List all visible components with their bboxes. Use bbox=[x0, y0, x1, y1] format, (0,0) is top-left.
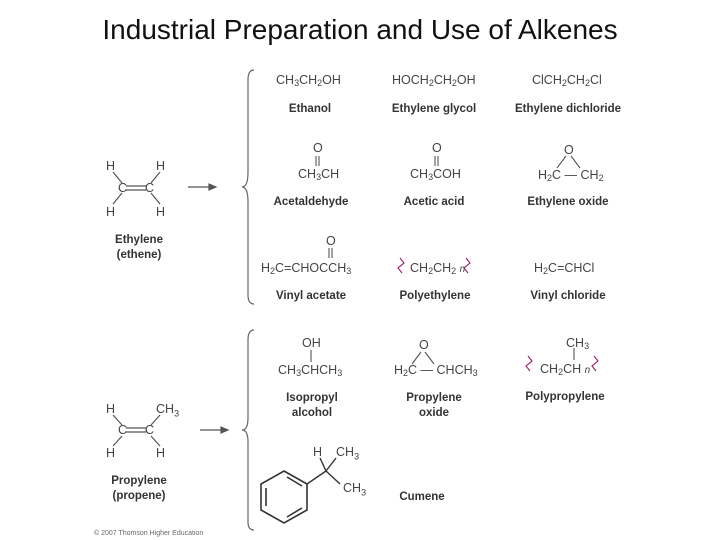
ethylene-glycol-name: Ethylene glycol bbox=[391, 103, 477, 115]
ethylene-dichloride-formula: ClCH2CH2Cl bbox=[532, 73, 602, 88]
ethylene-oxide-oxygen: O bbox=[564, 143, 574, 157]
propylene-atom-c2: C bbox=[145, 423, 155, 437]
ethylene-name-line1: Ethylene bbox=[115, 234, 163, 246]
propylene-oxide-name-line2: oxide bbox=[418, 407, 450, 419]
vinyl-chloride-formula: H2C=CHCl bbox=[534, 261, 595, 276]
cumene-name: Cumene bbox=[399, 491, 445, 503]
ethylene-oxide-name: Ethylene oxide bbox=[527, 196, 609, 208]
polypropylene-methyl: CH3 bbox=[566, 336, 590, 351]
cumene-atom-ch3-bottom: CH3 bbox=[343, 481, 367, 498]
propylene-structure-bonds bbox=[112, 414, 161, 447]
ethylene-oxide-formula: H2C — CH2 bbox=[538, 168, 604, 183]
cumene-side-chain bbox=[306, 457, 341, 485]
vinyl-acetate-formula: H2C=CHOCCH3 bbox=[261, 261, 352, 276]
propylene-brace bbox=[241, 329, 255, 531]
propylene-oxide-name-line1: Propylene bbox=[406, 392, 462, 404]
ethylene-name: Ethylene (ethene) bbox=[104, 233, 174, 263]
ethylene-brace bbox=[241, 69, 255, 305]
propylene-oxide-formula: H2C — CHCH3 bbox=[394, 363, 478, 378]
isopropyl-alcohol-name-line1: Isopropyl bbox=[286, 392, 338, 404]
propylene-atom-h3: H bbox=[156, 446, 166, 460]
isopropyl-alcohol-name-line2: alcohol bbox=[291, 407, 333, 419]
ethanol-name: Ethanol bbox=[288, 103, 332, 115]
ethylene-atom-h4: H bbox=[156, 205, 166, 219]
polypropylene-name: Polypropylene bbox=[525, 391, 605, 403]
ethylene-name-line2: (ethene) bbox=[116, 249, 162, 261]
propylene-atom-ch3: CH3 bbox=[156, 402, 180, 419]
propylene-oxide-ring bbox=[411, 351, 435, 365]
ethylene-oxide-ring bbox=[556, 155, 581, 169]
slide-title: Industrial Preparation and Use of Alkene… bbox=[102, 14, 618, 45]
ethylene-dichloride-name: Ethylene dichloride bbox=[514, 103, 622, 115]
cumene-atom-ch3-top: CH3 bbox=[336, 445, 360, 462]
ethylene-atom-c2: C bbox=[145, 181, 155, 195]
ethanol-formula: CH3CH2OH bbox=[276, 73, 341, 88]
acetic-acid-name: Acetic acid bbox=[403, 196, 465, 208]
polyethylene-formula: CH2CH2 n bbox=[410, 261, 466, 276]
acetaldehyde-formula: CH3CH bbox=[298, 167, 340, 182]
propylene-name-line1: Propylene bbox=[111, 475, 167, 487]
copyright-text: © 2007 Thomson Higher Education bbox=[94, 530, 204, 537]
isopropyl-alcohol-name: Isopropyl alcohol bbox=[272, 391, 352, 421]
propylene-name: Propylene (propene) bbox=[100, 474, 178, 504]
ethylene-atom-h1: H bbox=[106, 159, 116, 173]
cumene-atom-h: H bbox=[313, 445, 323, 459]
propylene-name-line2: (propene) bbox=[112, 490, 166, 502]
propylene-atom-h2: H bbox=[106, 446, 116, 460]
acetaldehyde-carbonyl bbox=[315, 156, 320, 166]
propylene-atom-c1: C bbox=[118, 423, 128, 437]
ethylene-arrow bbox=[188, 183, 218, 191]
vinyl-acetate-oxygen: O bbox=[326, 234, 336, 248]
acetaldehyde-oxygen: O bbox=[313, 141, 323, 155]
propylene-atom-h1: H bbox=[106, 402, 116, 416]
propylene-arrow bbox=[200, 426, 230, 434]
acetaldehyde-name: Acetaldehyde bbox=[273, 196, 349, 208]
polypropylene-brackets bbox=[525, 355, 599, 372]
propylene-oxide-name: Propylene oxide bbox=[396, 391, 472, 421]
cumene-benzene-ring bbox=[260, 470, 308, 524]
polyethylene-name: Polyethylene bbox=[399, 290, 471, 302]
vinyl-chloride-name: Vinyl chloride bbox=[530, 290, 606, 302]
ethylene-atom-c1: C bbox=[118, 181, 128, 195]
vinyl-acetate-carbonyl bbox=[328, 248, 333, 258]
acetic-acid-oxygen: O bbox=[432, 141, 442, 155]
isopropyl-alcohol-oh: OH bbox=[302, 336, 321, 350]
polypropylene-formula: CH2CH n bbox=[540, 362, 591, 377]
ethylene-structure-bonds bbox=[112, 171, 161, 205]
ethylene-atom-h3: H bbox=[106, 205, 116, 219]
acetic-acid-carbonyl bbox=[434, 156, 439, 166]
acetic-acid-formula: CH3COH bbox=[410, 167, 461, 182]
ethylene-glycol-formula: HOCH2CH2OH bbox=[392, 73, 476, 88]
vinyl-acetate-name: Vinyl acetate bbox=[275, 290, 347, 302]
polyethylene-brackets bbox=[397, 257, 471, 274]
isopropyl-alcohol-formula: CH3CHCH3 bbox=[278, 363, 343, 378]
propylene-oxide-oxygen: O bbox=[419, 338, 429, 352]
ethylene-atom-h2: H bbox=[156, 159, 166, 173]
